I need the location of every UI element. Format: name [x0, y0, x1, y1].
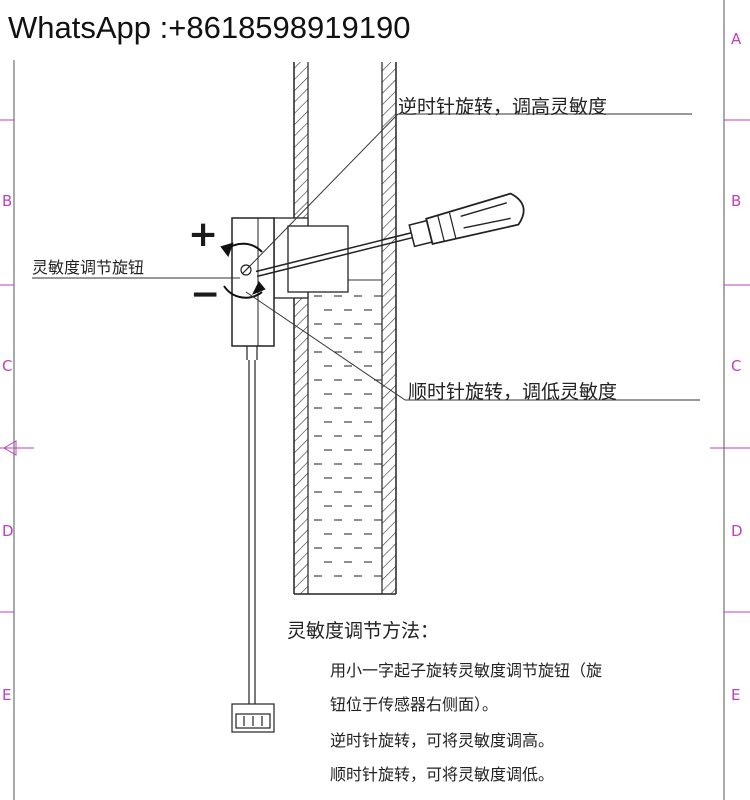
zone-label-left: C — [2, 357, 13, 375]
leader-lines — [32, 113, 700, 401]
minus-sign: − — [190, 274, 221, 315]
sensor-body — [231, 217, 275, 347]
plus-sign: + — [188, 214, 219, 255]
callout-knob: 灵敏度调节旋钮 — [32, 258, 145, 277]
zone-label-right: B — [731, 192, 742, 210]
method-line: 顺时针旋转，可将灵敏度调低。 — [330, 765, 555, 784]
zone-ticks — [0, 119, 750, 613]
callout-clockwise: 顺时针旋转，调低灵敏度 — [408, 381, 618, 403]
whatsapp-contact: WhatsApp :+8618598919190 — [8, 10, 411, 45]
zone-label-left: E — [2, 686, 12, 704]
zone-label-right: D — [731, 522, 743, 540]
method-line: 用小一字起子旋转灵敏度调节旋钮（旋 — [330, 661, 603, 680]
sensor-mount — [273, 217, 349, 299]
liquid — [308, 279, 382, 577]
zone-label-left: D — [2, 522, 14, 540]
callout-counterclockwise: 逆时针旋转，调高灵敏度 — [398, 96, 608, 118]
drawing-frame — [13, 0, 725, 800]
screwdriver-icon — [255, 192, 525, 278]
tank-right-wall — [381, 62, 397, 594]
rotation-arrow-icon — [220, 242, 266, 299]
connector-icon — [231, 703, 275, 733]
zone-label-right: A — [731, 30, 742, 48]
zone-label-left: B — [2, 192, 13, 210]
method-line: 钮位于传感器右侧面）。 — [330, 695, 499, 714]
method-line: 逆时针旋转，可将灵敏度调高。 — [330, 731, 555, 750]
zone-label-right: E — [731, 686, 741, 704]
method-title: 灵敏度调节方法： — [287, 620, 440, 642]
tank-left-wall — [293, 62, 309, 594]
zone-label-right: C — [731, 357, 742, 375]
sensor-cable — [246, 346, 258, 704]
